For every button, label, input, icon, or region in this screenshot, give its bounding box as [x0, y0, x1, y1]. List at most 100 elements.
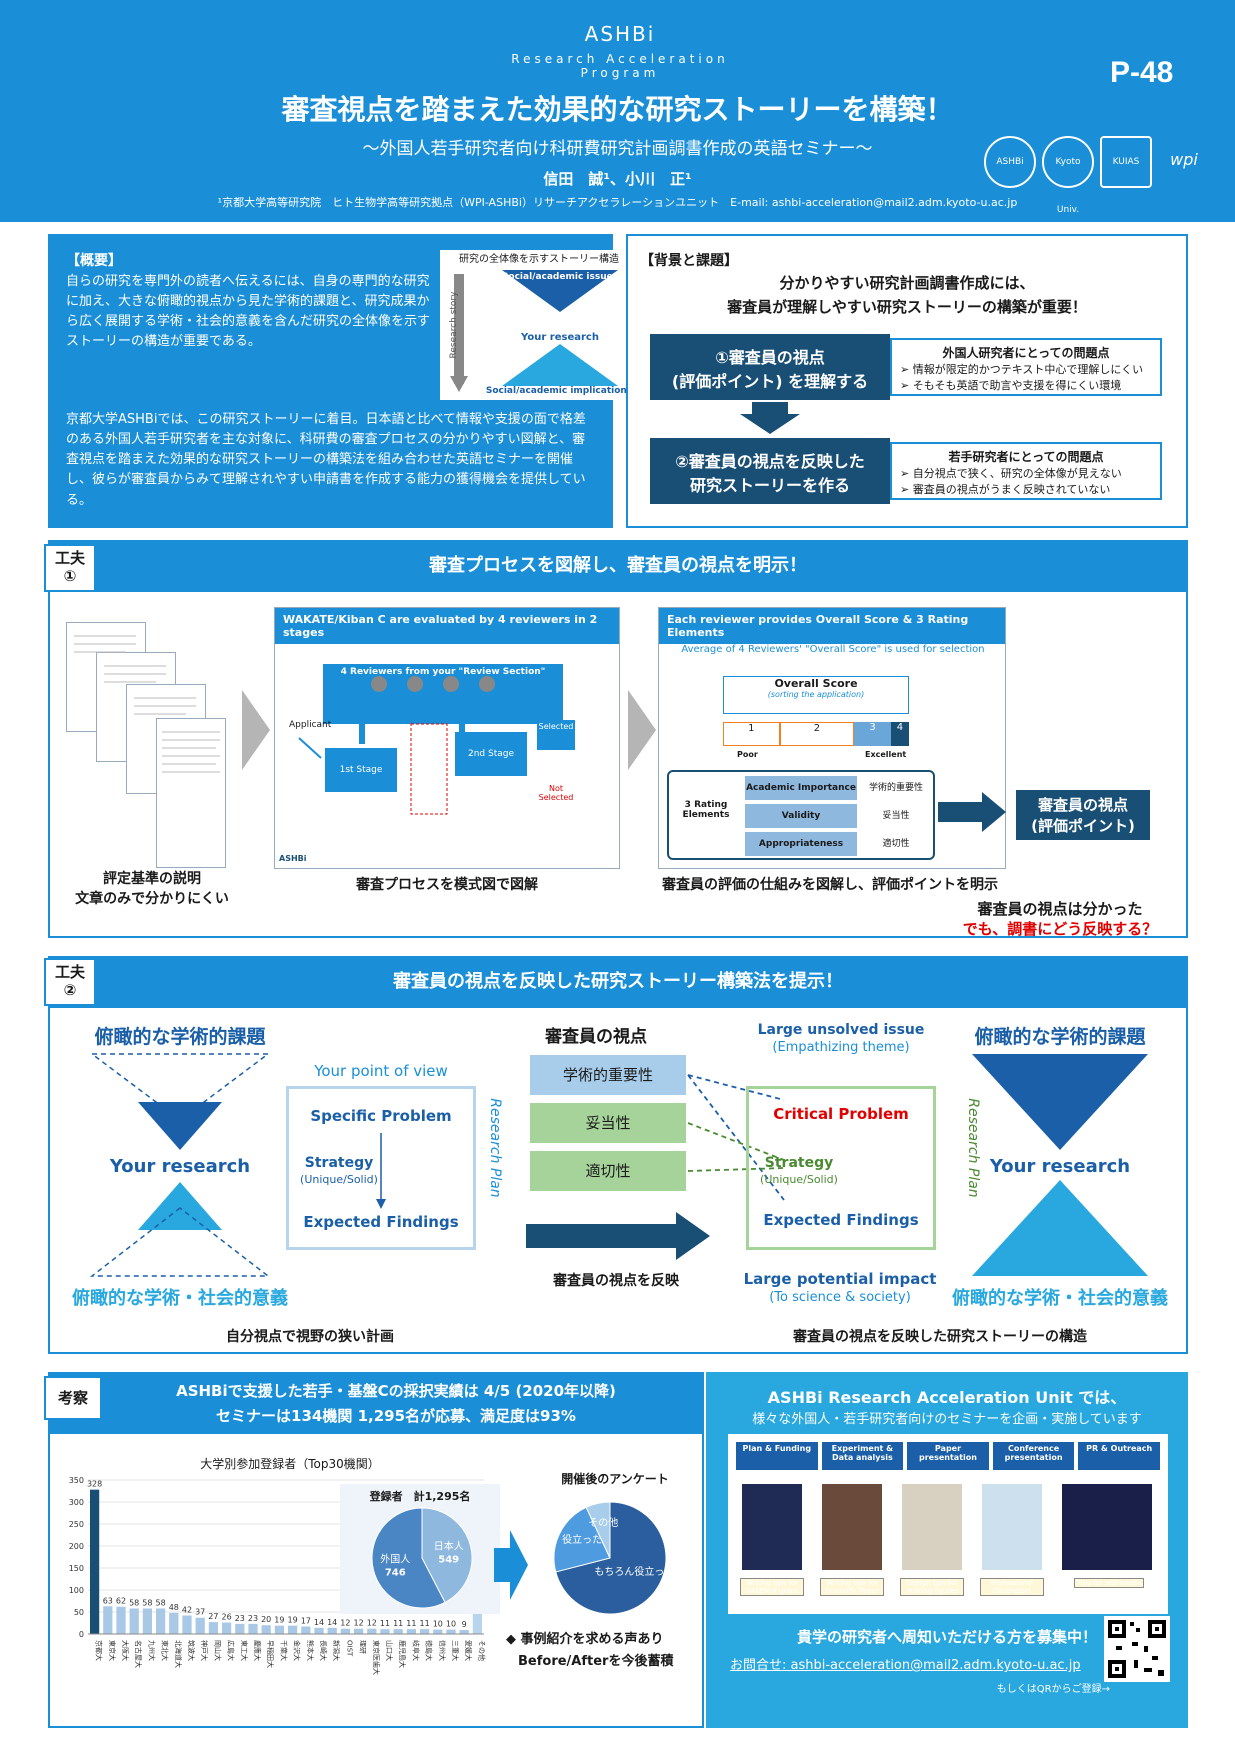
score-cell: 4: [890, 722, 909, 746]
qr-code-icon[interactable]: [1104, 1616, 1170, 1682]
bar: [182, 1615, 192, 1634]
left-mid-label: Your research: [109, 1156, 251, 1177]
step-item: Plan & Funding: [736, 1442, 818, 1470]
overview-paragraph-1: 自らの研究を専門外の読者へ伝えるには、自身の専門的な研究に加え、大きな俯瞰的視点…: [66, 274, 431, 350]
pov-item: Expected Findings: [303, 1213, 459, 1231]
y-tick-label: 200: [69, 1542, 84, 1551]
recruit-text: 貴学の研究者へ周知いただける方を募集中！: [796, 1628, 1097, 1646]
bar-value-label: 14: [314, 1618, 324, 1627]
pie-slice: [371, 1507, 446, 1609]
pie-slice-label: 日本人: [434, 1539, 464, 1552]
poster-subtitle: 〜外国人若手研究者向け科研費研究計画調書作成の英語セミナー〜: [362, 139, 873, 159]
x-tick-label: 東北大: [161, 1640, 170, 1661]
x-tick-label: 長崎大: [319, 1640, 328, 1661]
pie-slice: [555, 1501, 667, 1615]
overview-paragraph-2: 京都大学ASHBiでは、この研究ストーリーに着目。日本語と比べて情報や支援の面で…: [66, 412, 586, 508]
right-story-triangles: [972, 1054, 1148, 1276]
selected-box: Selected: [537, 720, 575, 750]
bar: [287, 1625, 298, 1634]
x-tick-label: 三重大: [451, 1640, 460, 1661]
x-tick-label: 神戸大: [200, 1640, 209, 1661]
left-top-label: 俯瞰的な学術的課題: [94, 1026, 266, 1048]
reviewer-title: 審査員の視点: [545, 1027, 647, 1047]
step-item: Experiment & Data analysis: [821, 1442, 904, 1470]
x-tick-label: 筑波大: [187, 1640, 196, 1661]
right-item: (Unique/Solid): [760, 1173, 838, 1186]
x-tick-label: 北海道大: [174, 1640, 183, 1668]
x-tick-label: 東京医歯大: [372, 1640, 381, 1675]
unit-subtitle: 様々な外国人・若手研究者向けのセミナーを企画・実施しています: [752, 1412, 1142, 1427]
contact-email-link[interactable]: お問合せ: ashbi-acceleration@mail2.adm.kyoto…: [730, 1658, 1081, 1673]
x-tick-label: 九州大: [147, 1640, 156, 1661]
bar-value-label: 19: [274, 1616, 284, 1625]
pie-title: 登録者 計1,295名: [369, 1490, 471, 1503]
diagram-top-label: Social/academic issues: [501, 272, 619, 282]
seminar-flyer-image: [742, 1484, 802, 1570]
pie-slice: [553, 1506, 611, 1573]
diagram-bottom-label: Social/academic implications: [485, 386, 633, 396]
score-cell: 3: [854, 722, 891, 746]
authors: 信田 誠¹、小川 正¹: [543, 170, 692, 188]
y-tick-label: 250: [69, 1520, 84, 1529]
far-bottom-label: 俯瞰的な学術・社会的意義: [952, 1288, 1168, 1309]
bar-value-label: 62: [116, 1597, 126, 1606]
bar: [433, 1629, 443, 1634]
kousatsu-panel: [48, 1434, 704, 1728]
x-tick-label: OIST: [345, 1640, 353, 1657]
background-panel: 【背景と課題】 分かりやすい研究計画調書作成には、 審査員が理解しやすい研究スト…: [626, 234, 1188, 528]
x-tick-label: 鹿児島大: [398, 1640, 407, 1668]
x-tick-label: 早稲田大: [266, 1640, 275, 1668]
background-heading: 【背景と課題】: [640, 253, 738, 269]
affiliation: ¹京都大学高等研究院 ヒト生物学高等研究拠点（WPI-ASHBi）リサーチアクセ…: [217, 196, 1018, 209]
pie-slice-value: 746: [385, 1568, 406, 1579]
rating-elements-label: 3 Rating Elements: [682, 800, 730, 820]
problem-foreign-item: ➢ 情報が限定的かつテキスト中心で理解しにくい: [900, 363, 1144, 376]
unit-panel: ASHBi Research Acceleration Unit では、 様々な…: [706, 1372, 1188, 1728]
pie-slice-label: 外国人: [380, 1554, 410, 1566]
bar: [301, 1626, 311, 1634]
kufu2-tag: 工夫 ②: [44, 958, 96, 1006]
overall-score-box: Overall Score (sorting the application): [723, 676, 909, 714]
rating-element-en: Appropriateness: [745, 832, 857, 856]
background-lead-1: 分かりやすい研究計画調書作成には、: [779, 274, 1035, 292]
bar-value-label: 17: [301, 1617, 311, 1626]
y-tick-label: 0: [79, 1630, 84, 1639]
kufu1-panel: [48, 592, 1188, 938]
kufu1-note-1: 審査員の視点は分かった: [977, 900, 1143, 918]
step-1-box: ①審査員の視点 (評価ポイント) を理解する: [650, 334, 890, 400]
pie-slice: [421, 1507, 473, 1604]
bar-value-label: 328: [87, 1480, 102, 1489]
seminar-flyer-image: [822, 1484, 882, 1570]
pie-slice-label: 役立った: [562, 1533, 602, 1546]
slide1-ashbi-logo: ASHBi: [279, 854, 307, 863]
y-tick-label: 150: [69, 1564, 84, 1573]
bar: [380, 1629, 390, 1634]
reflect-arrow-label: 審査員の視点を反映: [553, 1273, 679, 1289]
gray-arrow-icon: [242, 690, 270, 770]
bar: [195, 1617, 205, 1634]
bar-value-label: 23: [235, 1614, 245, 1623]
pie-slice-label: もちろん役立った: [594, 1565, 670, 1578]
slide1-header: WAKATE/Kiban C are evaluated by 4 review…: [275, 608, 619, 644]
ashbi-badge-icon: ASHBi: [984, 136, 1036, 188]
bar: [261, 1625, 271, 1634]
step-item: Paper presentation: [907, 1442, 989, 1470]
bar-chart-title: 大学別参加登録者（Top30機関）: [200, 1457, 380, 1471]
left-story-triangles: [90, 1053, 270, 1277]
not-selected-label: Not Selected: [538, 784, 574, 802]
unit-title: ASHBi Research Acceleration Unit では、: [767, 1388, 1127, 1407]
kousatsu-header: ASHBiで支援した若手・基盤Cの採択実績は 4/5 (2020年以降) セミナ…: [48, 1372, 704, 1434]
bar: [367, 1628, 377, 1634]
right-bottom-label: Large potential impact: [743, 1270, 937, 1288]
stage-2-box: 2nd Stage: [455, 732, 527, 776]
overall-score-label: Overall Score: [774, 677, 858, 690]
diagram-mid-label: Your research: [521, 332, 599, 343]
bar: [169, 1612, 179, 1634]
reviewer-item-validity: 妥当性: [530, 1103, 686, 1143]
stage-1-box: 1st Stage: [325, 748, 397, 792]
problem-foreign-title: 外国人研究者にとっての問題点: [942, 346, 1110, 360]
bar-value-label: 20: [261, 1615, 271, 1624]
